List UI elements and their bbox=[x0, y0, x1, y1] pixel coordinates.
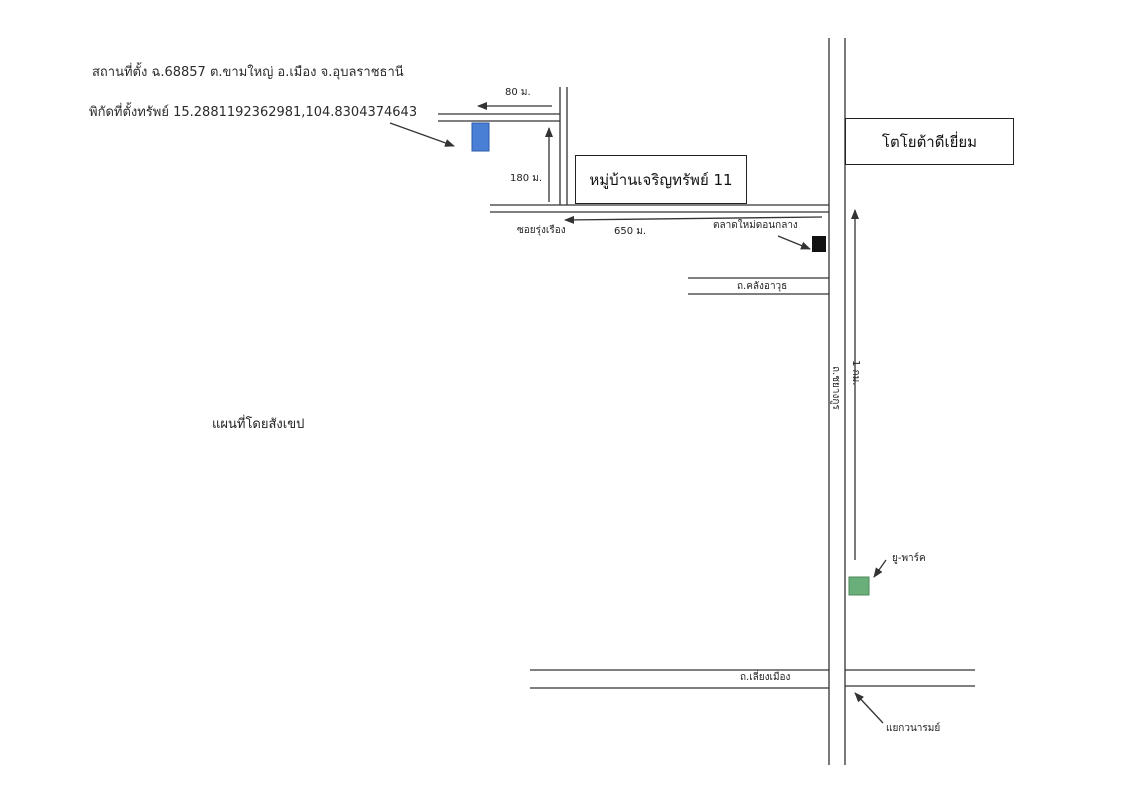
distance-650m: 650 ม. bbox=[614, 226, 647, 237]
arrow-property-pointer bbox=[389, 122, 455, 147]
location-line: สถานที่ตั้ง ฉ.68857 ต.ขามใหญ่ อ.เมือง จ.… bbox=[92, 65, 404, 80]
distance-80m: 80 ม. bbox=[505, 87, 531, 98]
road-soi-rungrueang bbox=[490, 204, 829, 213]
market-marker bbox=[812, 236, 826, 252]
road-property-lane bbox=[438, 113, 560, 122]
liang-mueang-label: ถ.เลี่ยงเมือง bbox=[740, 672, 791, 683]
distance-1km: 1 กม. bbox=[850, 360, 861, 386]
road-village-access bbox=[559, 87, 568, 205]
junction-label: แยกวนารมย์ bbox=[886, 723, 941, 734]
khlang-athit-label: ถ.คลังอาวุธ bbox=[737, 281, 788, 292]
map-title: แผนที่โดยสังเขป bbox=[212, 417, 305, 432]
market-label: ตลาดใหม่ดอนกลาง bbox=[713, 220, 798, 231]
village-label: หมู่บ้านเจริญทรัพย์ 11 bbox=[589, 170, 733, 189]
coordinates-line: พิกัดที่ตั้งทรัพย์ 15.2881192362981,104.… bbox=[89, 105, 418, 120]
property-marker bbox=[471, 122, 490, 152]
arrow-upark-pointer bbox=[873, 559, 887, 578]
upark-marker bbox=[848, 576, 870, 596]
arrow-junction-pointer bbox=[854, 692, 884, 724]
village-label-box: หมู่บ้านเจริญทรัพย์ 11 bbox=[575, 155, 747, 204]
toyota-label-box: โตโยต้าดีเยี่ยม bbox=[845, 118, 1014, 165]
arrow-market-pointer bbox=[777, 235, 811, 250]
arrow-650m bbox=[564, 215, 823, 224]
distance-180m: 180 ม. bbox=[510, 173, 543, 184]
road-khlang-athit bbox=[688, 277, 829, 295]
road-liang-mueang bbox=[530, 669, 975, 689]
chayangkun-label: ถ.ชยางกูร bbox=[830, 366, 841, 410]
upark-label: ยู-พาร์ค bbox=[892, 553, 926, 564]
toyota-label: โตโยต้าดีเยี่ยม bbox=[881, 132, 978, 151]
soi-rungrueang-label: ซอยรุ่งเรือง bbox=[517, 225, 566, 236]
